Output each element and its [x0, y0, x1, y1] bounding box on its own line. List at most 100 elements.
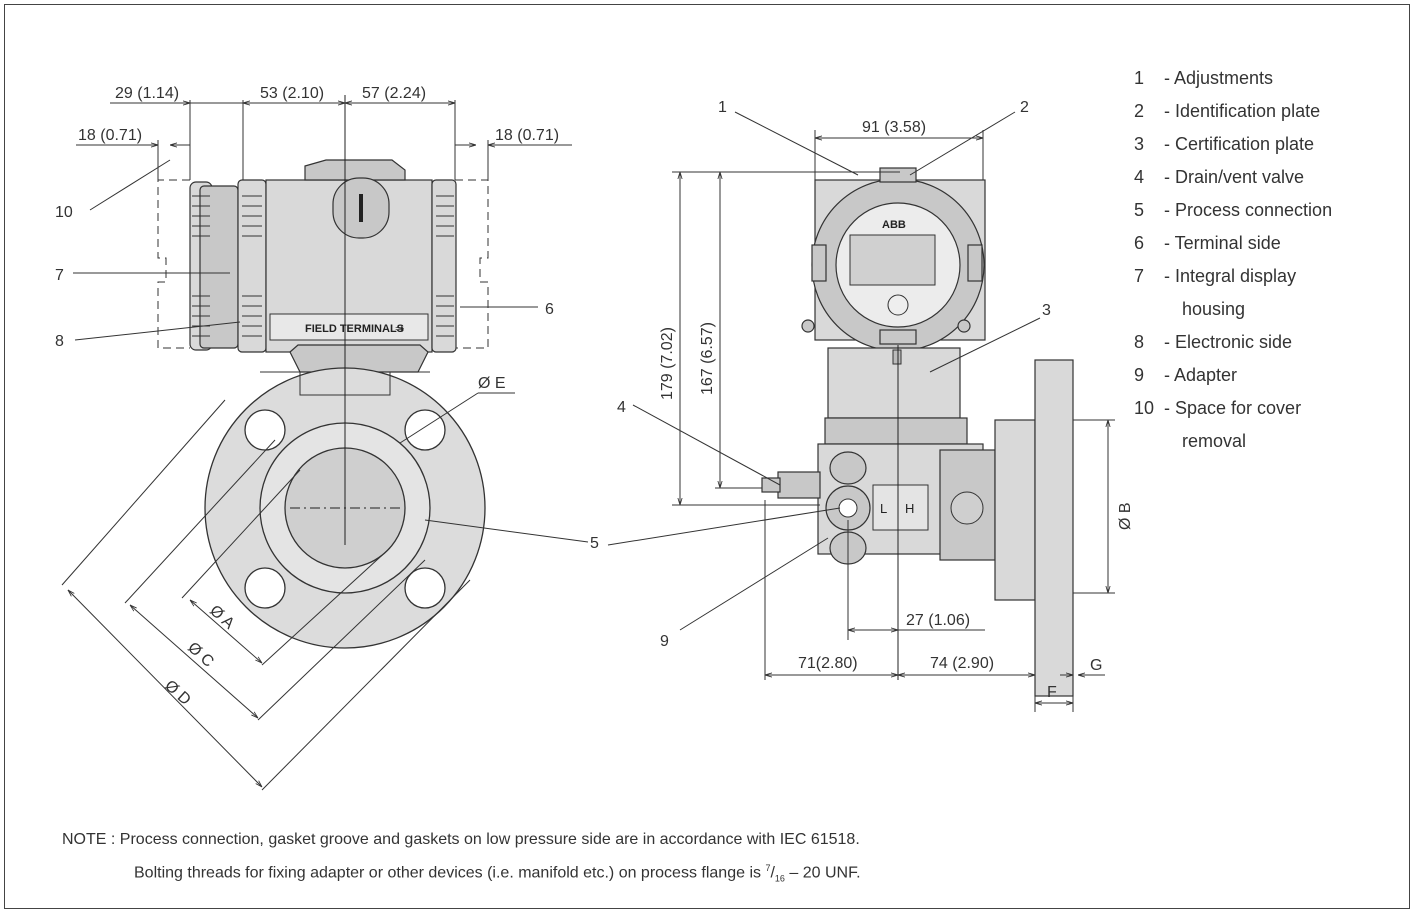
low-side-bore	[838, 498, 858, 518]
legend-text: - Integral display	[1164, 266, 1297, 286]
legend-num: 6	[1134, 233, 1145, 253]
legend-item: 3 - Certification plate	[1134, 128, 1332, 161]
legend-num: 9	[1134, 365, 1145, 385]
dim-phi-A: Ø A	[206, 602, 237, 633]
field-terminals-text: FIELD TERMINALS	[305, 323, 404, 335]
high-side-mark: H	[905, 501, 914, 516]
legend-text: - Space for cover	[1164, 398, 1302, 418]
arrow-glyph: ⇒	[395, 323, 404, 335]
note-line-1: NOTE : Process connection, gasket groove…	[62, 826, 861, 854]
callout-6: 6	[545, 301, 554, 318]
legend-item: 9 - Adapter	[1134, 359, 1332, 392]
legend-item: 6 - Terminal side	[1134, 227, 1332, 260]
legend-item: 5 - Process connection	[1134, 194, 1332, 227]
note: NOTE : Process connection, gasket groove…	[62, 826, 861, 893]
note-prefix: NOTE :	[62, 831, 116, 848]
legend-text: - Drain/vent valve	[1164, 167, 1305, 187]
legend-num: 10	[1134, 398, 1155, 418]
callout-4: 4	[617, 399, 626, 416]
right-cover	[431, 179, 457, 353]
legend-num: 3	[1134, 134, 1145, 154]
legend-text: - Adapter	[1164, 365, 1238, 385]
dim-74: 74 (2.90)	[930, 655, 994, 672]
callout-1: 1	[718, 99, 727, 116]
right-cover-ribs	[436, 195, 454, 337]
dim-167: 167 (6.57)	[699, 322, 716, 395]
legend-item: 7 - Integral display	[1134, 260, 1332, 293]
display-button	[887, 294, 909, 316]
cover-removal-space-right	[455, 179, 489, 349]
dim-57: 57 (2.24)	[362, 85, 426, 102]
bolt-hole-2	[404, 409, 446, 451]
dim-G: G	[1090, 657, 1102, 674]
legend-continuation: housing	[1182, 299, 1246, 319]
legend-text: - Certification plate	[1164, 134, 1315, 154]
brand-text: ABB	[882, 219, 906, 231]
bolt-hole-1	[244, 409, 286, 451]
low-side-mark: L	[880, 501, 887, 516]
dim-71: 71(2.80)	[798, 655, 858, 672]
dim-18-left: 18 (0.71)	[78, 127, 142, 144]
sensor-top	[824, 417, 968, 445]
left-cover-ribs	[192, 195, 262, 337]
legend-num: 8	[1134, 332, 1145, 352]
legend-text: - Process connection	[1164, 200, 1333, 220]
dim-53: 53 (2.10)	[260, 85, 324, 102]
note-text-2b: – 20 UNF.	[789, 864, 861, 882]
legend-item: 1 - Adjustments	[1134, 62, 1332, 95]
legend-text: - Terminal side	[1164, 233, 1281, 253]
callout-10: 10	[55, 204, 73, 221]
left-cover-ring	[199, 185, 239, 349]
legend-num: 2	[1134, 101, 1145, 121]
frac-denominator: 16	[774, 873, 785, 884]
legend-num: 4	[1134, 167, 1145, 187]
dim-27: 27 (1.06)	[906, 612, 970, 629]
callout-2: 2	[1020, 99, 1029, 116]
low-side-upper-port	[829, 451, 867, 485]
legend-item: 4 - Drain/vent valve	[1134, 161, 1332, 194]
legend-item: 8 - Electronic side	[1134, 326, 1332, 359]
dim-F: F	[1047, 684, 1057, 701]
head-lug-right	[967, 244, 983, 282]
legend-num: 1	[1134, 68, 1145, 88]
dim-phi-E: Ø E	[478, 375, 506, 392]
dim-91: 91 (3.58)	[862, 119, 926, 136]
head-lug-left	[811, 244, 827, 282]
dim-phi-D: Ø D	[161, 677, 194, 709]
dim-29: 29 (1.14)	[115, 85, 179, 102]
legend-item: 2 - Identification plate	[1134, 95, 1332, 128]
note-line-2: Bolting threads for fixing adapter or ot…	[134, 863, 861, 884]
callout-5: 5	[590, 535, 599, 552]
legend-item: 10 - Space for cover	[1134, 392, 1332, 425]
housing-top-boss	[304, 159, 406, 181]
screw-left	[801, 319, 815, 333]
lcd-display	[849, 234, 936, 286]
callout-7: 7	[55, 267, 64, 284]
field-terminals-plate	[269, 313, 429, 341]
callout-9: 9	[660, 633, 669, 650]
bolt-hole-3	[244, 567, 286, 609]
cover-removal-space-left	[157, 179, 190, 349]
bolt-hole-4	[404, 567, 446, 609]
screw-right	[957, 319, 971, 333]
legend-text: - Adjustments	[1164, 68, 1274, 88]
flange-hub	[994, 419, 1036, 601]
high-side-nut	[950, 491, 984, 525]
head-lug-bottom	[879, 329, 917, 345]
legend-num: 5	[1134, 200, 1145, 220]
drain-vent-valve	[777, 471, 821, 499]
side-view: ABB L H 91 (3.58)	[607, 99, 1134, 712]
front-view: FIELD TERMINALS ⇒ 29 (1.	[55, 85, 599, 791]
frac-numerator: 7	[765, 863, 771, 873]
legend-num: 7	[1134, 266, 1145, 286]
legend: 1 - Adjustments 2 - Identification plate 3…	[1134, 62, 1332, 458]
process-flange-side	[1034, 359, 1074, 697]
legend-continuation: removal	[1182, 431, 1247, 451]
callout-3: 3	[1042, 302, 1051, 319]
capsule-window	[872, 484, 929, 531]
legend-text: - Electronic side	[1164, 332, 1293, 352]
legend-text: - Identification plate	[1164, 101, 1321, 121]
dim-phi-B: Ø B	[1117, 502, 1134, 530]
housing-neck	[289, 344, 429, 373]
